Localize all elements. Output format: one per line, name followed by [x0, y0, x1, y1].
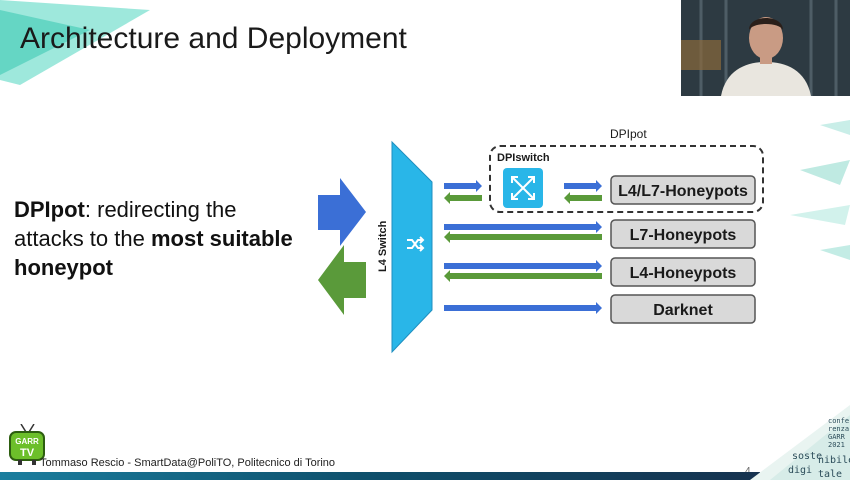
svg-text:GARR: GARR: [15, 437, 39, 446]
crossed-arrows-icon: [511, 176, 535, 200]
footer-author: Tommaso Rescio - SmartData@PoliTO, Polit…: [40, 457, 336, 469]
footer-bar: [0, 472, 760, 480]
target-box-darknet: [610, 294, 756, 324]
target-box-l7: [610, 219, 756, 249]
svg-text:tale: tale: [818, 469, 842, 480]
svg-text:nibile: nibile: [818, 455, 850, 466]
target-box-l4l7: [610, 175, 756, 205]
body-bold-dpipot: DPIpot: [14, 197, 85, 222]
shuffle-icon: [407, 236, 425, 252]
svg-text:GARR: GARR: [828, 433, 846, 441]
dpiswitch-label: DPIswitch: [497, 152, 550, 164]
target-label-darknet: Darknet: [653, 302, 713, 319]
svg-text:soste: soste: [792, 451, 822, 462]
body-text-plain: : redirecting the attacks to the: [14, 197, 237, 251]
target-label-l4l7: L4/L7-Honeypots: [618, 183, 748, 200]
person-webcam: [681, 0, 850, 96]
slide-body-text: DPIpot: redirecting the attacks to the m…: [14, 195, 304, 282]
flow-arrows-row-3: [444, 260, 602, 282]
architecture-diagram: L4 Switch DPIpot DPIswitch L4/L7-Honeypo…: [318, 127, 764, 354]
svg-text:renza: renza: [828, 425, 849, 433]
target-box-l4: [610, 257, 756, 287]
flow-arrows-row-1: [444, 180, 602, 204]
corner-decoration-top-left: [0, 0, 150, 85]
svg-text:digi: digi: [788, 465, 812, 476]
flow-arrows-row-4: [444, 302, 602, 314]
side-decoration-right: [790, 120, 850, 260]
dpipot-group: [489, 145, 764, 213]
dpipot-group-label: DPIpot: [610, 127, 647, 141]
svg-text:2021: 2021: [828, 441, 845, 449]
body-bold-suitable: most suitable honeypot: [14, 226, 293, 280]
slide-title: Architecture and Deployment: [20, 22, 407, 55]
presenter-webcam: [681, 0, 850, 96]
svg-text:TV: TV: [20, 447, 35, 459]
outgoing-arrow: [318, 245, 366, 315]
svg-text:confe: confe: [828, 417, 849, 425]
incoming-arrow: [318, 178, 366, 246]
target-label-l4: L4-Honeypots: [630, 265, 737, 282]
flow-arrows-row-2: [444, 221, 602, 243]
l4-switch-label: L4 Switch: [377, 220, 389, 272]
conference-logo: confe renza GARR 2021 soste nibile digi …: [750, 405, 850, 480]
page-number: 4: [745, 466, 751, 477]
tv-icon: GARR TV: [9, 424, 45, 465]
target-label-l7: L7-Honeypots: [630, 227, 737, 244]
